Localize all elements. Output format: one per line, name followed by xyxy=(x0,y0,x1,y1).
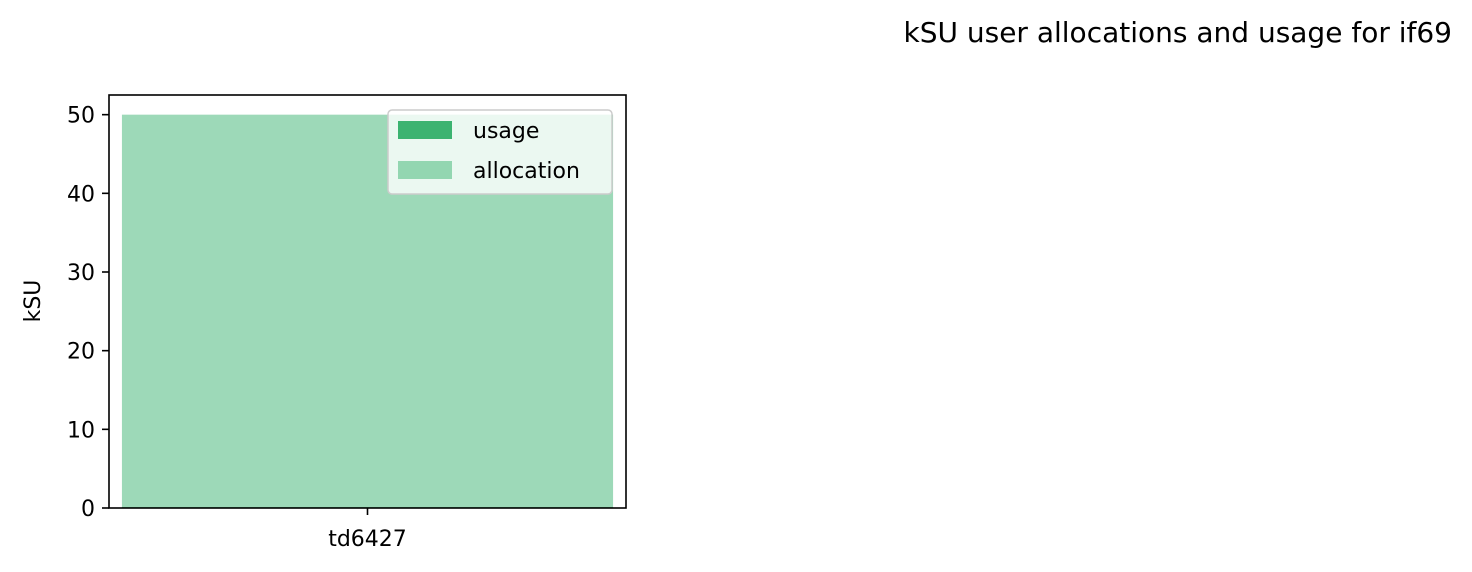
y-axis: 0 10 20 30 40 50 xyxy=(67,104,109,522)
legend-label-usage: usage xyxy=(473,119,539,144)
legend-swatch-allocation xyxy=(398,161,452,179)
x-tick-label: td6427 xyxy=(328,527,407,552)
y-tick-label: 50 xyxy=(67,104,95,129)
legend: usage allocation xyxy=(387,109,613,195)
chart-title: kSU user allocations and usage for if69 xyxy=(903,16,1452,49)
y-tick-label: 0 xyxy=(81,497,95,522)
legend-label-allocation: allocation xyxy=(473,159,580,184)
y-axis-label: kSU xyxy=(21,280,46,323)
y-tick-label: 40 xyxy=(67,182,95,207)
x-axis: td6427 xyxy=(328,508,407,552)
y-tick-label: 30 xyxy=(67,261,95,286)
y-tick-label: 10 xyxy=(67,418,95,443)
y-tick-label: 20 xyxy=(67,340,95,365)
legend-swatch-usage xyxy=(398,121,452,139)
